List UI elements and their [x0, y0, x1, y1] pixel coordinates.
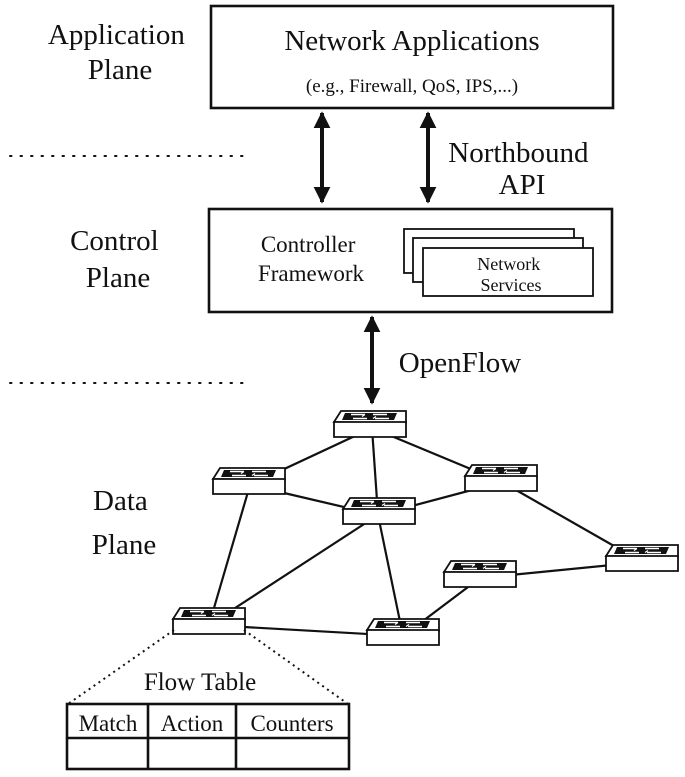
flow-table-header-counters: Counters [250, 711, 333, 736]
switch-mid-right [443, 560, 517, 588]
control-plane-label: Control Plane [70, 225, 166, 294]
flow-table [65, 702, 351, 771]
flow-table-header-action: Action [161, 711, 224, 736]
data-plane-label: Data Plane [92, 485, 156, 561]
switch-right [464, 464, 538, 492]
northbound-api-label: Northbound API [448, 137, 595, 201]
network-services-stack [403, 228, 594, 297]
switch-center [342, 497, 416, 525]
flow-table-header-match: Match [79, 711, 138, 736]
flow-table-title: Flow Table [144, 669, 256, 696]
network-applications-box [209, 4, 615, 110]
switch-bottom-right [366, 618, 440, 646]
flow-table-zoom-line-right [243, 629, 349, 705]
openflow-label: OpenFlow [399, 347, 522, 379]
network-applications-title: Network Applications [284, 25, 539, 57]
switch-bottom-left [172, 607, 246, 635]
switch-far-right [605, 544, 679, 572]
network-applications-examples: (e.g., Firewall, QoS, IPS,...) [306, 76, 518, 97]
network-services-label: Network Services [477, 254, 544, 295]
network-links [207, 426, 643, 638]
switch-top [333, 410, 407, 438]
controller-framework-label: Controller Framework [258, 232, 365, 286]
application-plane-label: Application Plane [48, 19, 192, 86]
switch-left [212, 467, 286, 495]
